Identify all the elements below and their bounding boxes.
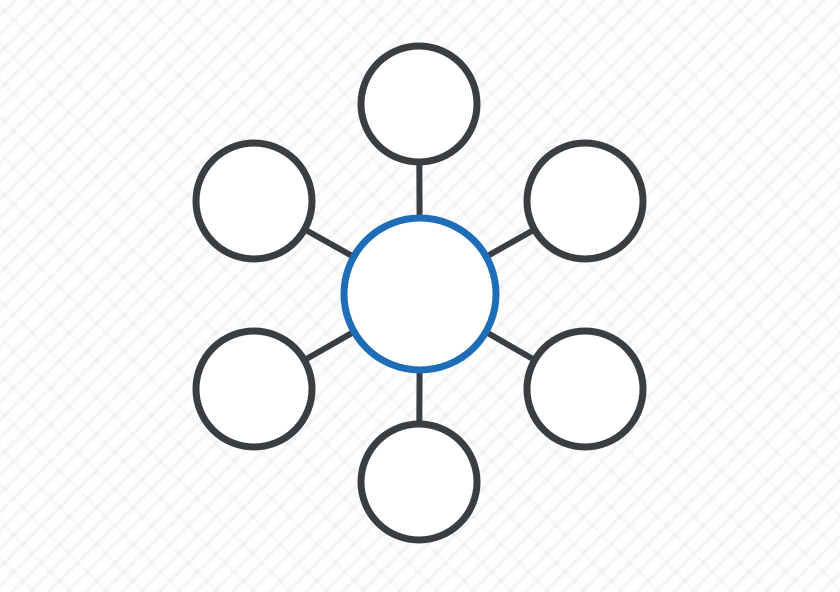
connection-line	[487, 228, 534, 258]
node-ring	[523, 327, 647, 451]
user-node-female	[357, 420, 481, 544]
user-node-female	[523, 139, 647, 263]
node-ring	[192, 327, 316, 451]
node-ring	[523, 139, 647, 263]
user-node-male	[192, 327, 316, 451]
center-node-ring	[340, 214, 500, 374]
user-node-male	[523, 327, 647, 451]
connection-line	[305, 228, 353, 259]
node-ring	[357, 420, 481, 544]
connection-line	[486, 330, 534, 362]
user-node-female	[192, 139, 316, 263]
node-ring	[192, 139, 316, 263]
center-user-node	[340, 214, 500, 374]
user-node-male	[357, 42, 481, 166]
connection-lines	[305, 164, 534, 422]
node-ring	[357, 42, 481, 166]
connection-line	[305, 330, 353, 362]
user-nodes	[192, 42, 647, 544]
